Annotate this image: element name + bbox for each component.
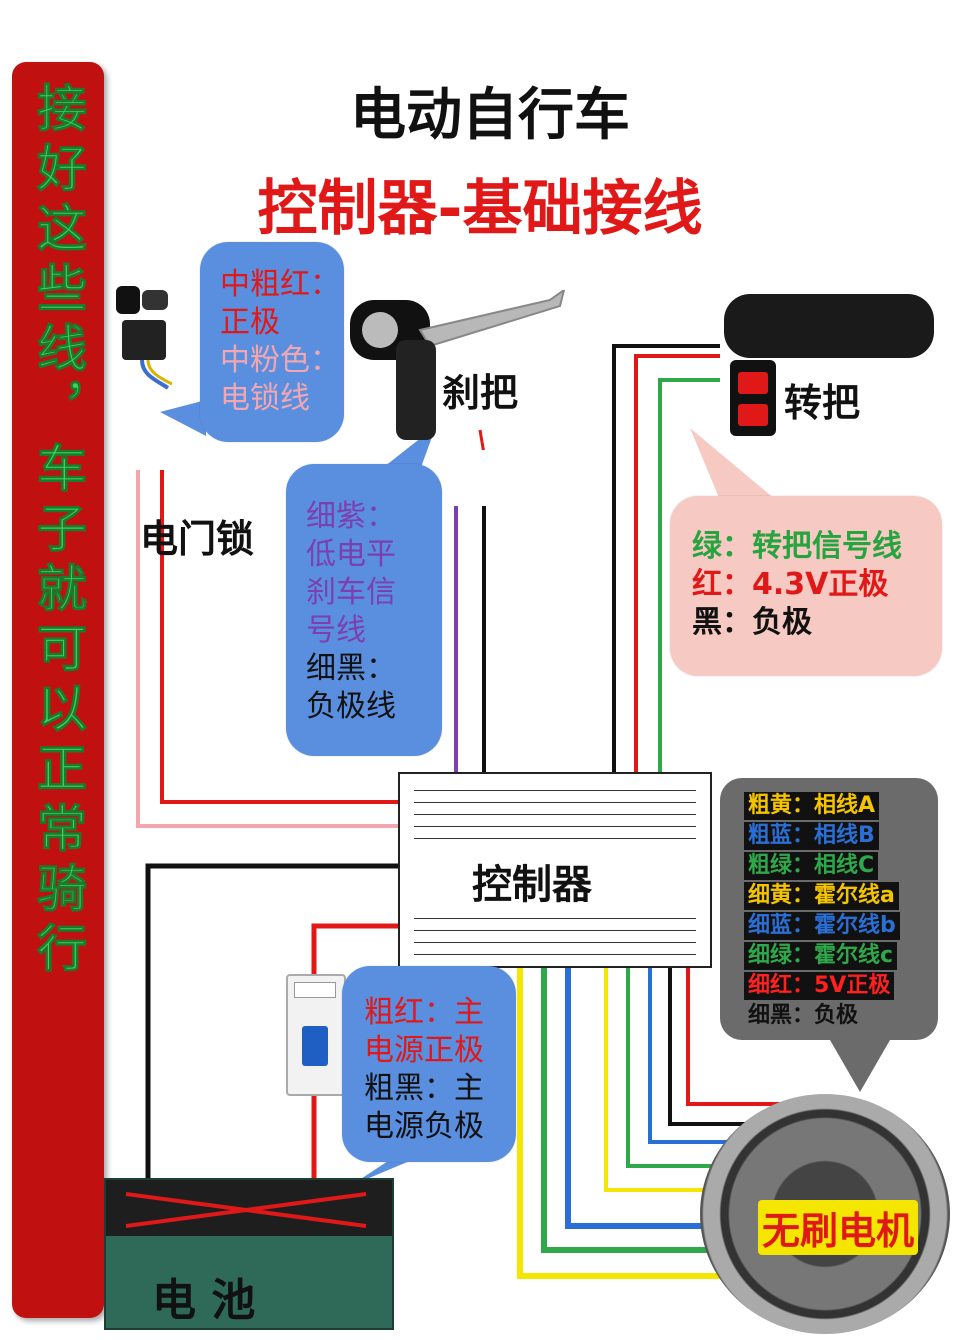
brake-label: 刹把 (442, 371, 519, 415)
wire-motor-blue-thick (565, 962, 720, 1229)
circuit-breaker-icon (286, 974, 346, 1096)
wire-ignition-red (160, 470, 400, 804)
battery-label: 电 池 (152, 1275, 256, 1326)
side-banner: 接好这些线，车子就可以正常骑行 (12, 62, 104, 1318)
bubble-tail-motor (830, 1040, 890, 1092)
side-banner-text: 接好这些线，车子就可以正常骑行 (29, 82, 88, 983)
battery-top-connections (106, 1180, 392, 1236)
wire-motor-blue-thin (648, 962, 740, 1144)
brake-note-line: 刹车信 (306, 575, 396, 610)
battery-pack: 电 池 (104, 1178, 394, 1330)
brake-note-line: 低电平 (306, 537, 396, 572)
brake-note-line: 负极线 (306, 689, 396, 724)
wire-motor-red-thin (686, 962, 780, 1106)
brake-note-line: 细紫： (306, 499, 396, 534)
ignition-note-bubble: 中粗红： 正极 中粉色： 电锁线 (200, 242, 344, 442)
battery-note-line: 电源负极 (364, 1109, 484, 1144)
wire-battery-red-top (311, 923, 400, 976)
ignition-note-line: 电锁线 (220, 381, 310, 416)
controller-label: 控制器 (472, 862, 592, 908)
battery-note-line: 粗黑：主 (364, 1071, 484, 1106)
motor-note-line: 细黄：霍尔线a (744, 882, 899, 910)
battery-note-line: 电源正极 (364, 1033, 484, 1068)
wire-throttle-black (612, 344, 720, 776)
ignition-note-line: 中粉色： (220, 343, 340, 378)
wire-motor-green-thick (541, 962, 730, 1253)
brake-note-line: 号线 (306, 613, 366, 648)
wire-motor-black-thin (668, 962, 760, 1126)
ignition-note-line: 正极 (220, 305, 280, 340)
motor-note-line: 粗蓝：相线B (744, 822, 879, 850)
throttle-note-line: 黑：负极 (692, 605, 812, 640)
brake-note-line: 细黑： (306, 651, 396, 686)
wire-motor-yellow-thin (604, 962, 720, 1192)
motor-note-line: 粗黄：相线A (744, 792, 880, 820)
throttle-note-line: 绿：转把信号线 (692, 529, 902, 564)
wire-motor-yellow-thick (517, 962, 760, 1279)
wire-throttle-green (658, 378, 720, 776)
page-title: 电动自行车 (350, 83, 630, 148)
wire-throttle-red (634, 354, 720, 776)
throttle-label: 转把 (784, 381, 861, 425)
throttle-note-line: 红：4.3V正极 (692, 567, 889, 602)
throttle-grip-icon (724, 294, 934, 436)
motor-note-line: 细红：5V正极 (744, 972, 895, 1000)
wire-motor-green-thin (626, 962, 730, 1168)
motor-note-line: 细绿：霍尔线c (744, 942, 898, 970)
wire-battery-black (145, 863, 400, 1180)
throttle-note-bubble: 绿：转把信号线 红：4.3V正极 黑：负极 (670, 496, 942, 676)
brake-lever-icon (350, 290, 566, 450)
motor-wire-legend: 粗黄：相线A 粗蓝：相线B 粗绿：相线C 细黄：霍尔线a 细蓝：霍尔线b 细绿：… (720, 778, 938, 1040)
ignition-key-icon (116, 286, 172, 390)
motor-note-line: 细蓝：霍尔线b (744, 912, 900, 940)
battery-note-bubble: 粗红：主 电源正极 粗黑：主 电源负极 (342, 966, 516, 1162)
motor-note-line: 粗绿：相线C (744, 852, 879, 880)
bubble-tail-throttle (690, 428, 776, 500)
motor-label: 无刷电机 (758, 1200, 919, 1255)
ignition-label: 电门锁 (140, 517, 255, 561)
motor-note-line: 细黑：负极 (748, 1003, 859, 1028)
bubble-tail-ignition (160, 400, 206, 436)
wire-ignition-pink (136, 470, 400, 828)
controller-box: 控制器 (398, 772, 712, 968)
brake-note-bubble: 细紫： 低电平 刹车信 号线 细黑： 负极线 (286, 464, 442, 756)
ignition-note-line: 中粗红： (220, 267, 340, 302)
battery-note-line: 粗红：主 (364, 995, 484, 1030)
page-subtitle: 控制器-基础接线 (257, 174, 703, 244)
